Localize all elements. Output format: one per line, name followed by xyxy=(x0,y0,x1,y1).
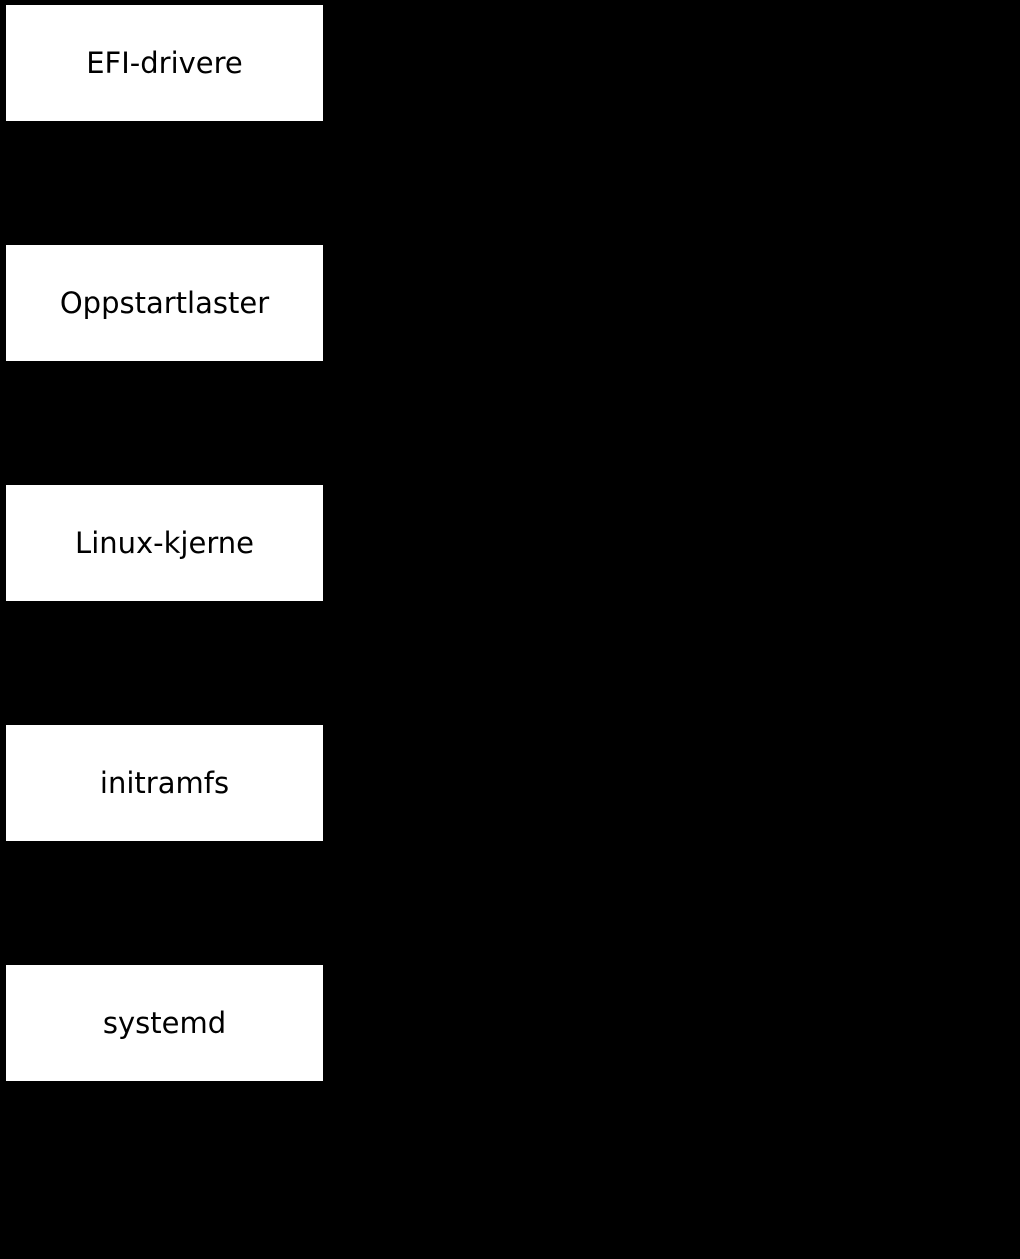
node-label: Oppstartlaster xyxy=(59,285,270,320)
node-initramfs: initramfs xyxy=(6,725,323,841)
node-oppstartlaster: Oppstartlaster xyxy=(6,245,323,361)
node-label: Linux-kjerne xyxy=(75,525,254,560)
node-systemd: systemd xyxy=(6,965,323,1081)
node-linux-kjerne: Linux-kjerne xyxy=(6,485,323,601)
node-label: initramfs xyxy=(99,765,230,800)
node-efi-drivere: EFI-drivere xyxy=(6,5,323,121)
node-label: EFI-drivere xyxy=(86,45,243,80)
node-label: systemd xyxy=(102,1005,227,1040)
